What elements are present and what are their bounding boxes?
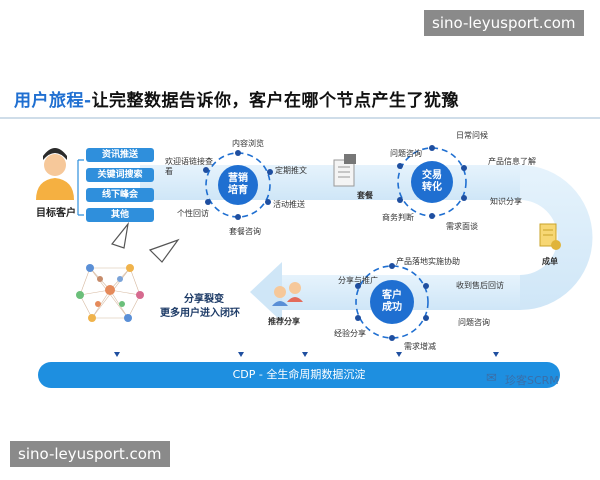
watermark-bottom: sino-leyusport.com [10, 441, 170, 467]
stage2-step: 问题咨询 [390, 149, 422, 158]
share-label: 推荐分享 [268, 317, 300, 326]
paper-plane-icon [110, 221, 180, 263]
stage3-name: 客户成功 [382, 290, 402, 313]
title-prefix: 用户旅程- [14, 91, 92, 111]
title-main: 让完整数据告诉你，客户在哪个节点产生了犹豫 [91, 91, 460, 111]
stage1-step: 个性回访 [177, 209, 209, 218]
stage1-step: 定期推文 [275, 166, 307, 175]
stage3-circle [370, 280, 414, 324]
stage1-step: 欢迎语链接查看 [165, 157, 213, 176]
stage1-step: 内容浏览 [232, 139, 264, 148]
stage3-step: 经验分享 [334, 329, 366, 338]
stage2-name: 交易转化 [422, 170, 442, 193]
stage2-step: 需求面谈 [446, 222, 478, 231]
fission-line1: 分享裂变 [184, 294, 224, 305]
journey-arrow-head [250, 262, 282, 322]
channel-pill: 关键词搜索 [86, 168, 154, 182]
channel-pill: 线下峰会 [86, 188, 154, 202]
share-people-icon [272, 282, 303, 306]
channel-pill: 其他 [86, 208, 154, 222]
customer-label: 目标客户 [36, 208, 76, 219]
stage2-step: 知识分享 [490, 197, 522, 206]
package-label: 套餐 [357, 191, 373, 200]
wechat-icon: ✉ [486, 371, 497, 386]
stage2-circle [411, 161, 453, 203]
journey-band-turn [520, 165, 593, 310]
stage1-step: 套餐咨询 [229, 227, 261, 236]
stage3-step: 收到售后回访 [456, 281, 504, 290]
package-doc-icon [333, 154, 356, 187]
brand-label: 珍客SCRM [505, 374, 559, 387]
stage1-name: 营销培育 [228, 173, 248, 196]
stage3-step: 问题咨询 [458, 318, 490, 327]
stage1-circle [218, 165, 258, 205]
watermark-top: sino-leyusport.com [424, 10, 584, 36]
user-network-nodes [76, 264, 144, 322]
fission-line2: 更多用户进入闭环 [160, 308, 240, 319]
page-title: 用户旅程-让完整数据告诉你，客户在哪个节点产生了犹豫 [14, 86, 459, 111]
order-doc-icon [539, 223, 561, 250]
channel-pill: 资讯推送 [86, 148, 154, 162]
cdp-bar [38, 362, 560, 388]
stage2-step: 商务判断 [382, 213, 414, 222]
stage3-ring [355, 265, 429, 339]
cdp-down-arrows [114, 352, 499, 357]
cdp-label: CDP - 全生命周期数据沉淀 [232, 368, 366, 381]
order-label: 成单 [542, 257, 558, 266]
stage1-step: 活动推送 [273, 200, 305, 209]
customer-avatar-icon [36, 148, 74, 200]
title-divider [0, 117, 600, 119]
stage3-step: 分享与推广 [338, 276, 378, 285]
stage2-step: 日常问候 [456, 131, 488, 140]
stage3-step: 产品落地实施协助 [396, 257, 460, 266]
stage2-step: 产品信息了解 [488, 157, 536, 166]
stage3-step: 需求增减 [404, 342, 436, 351]
